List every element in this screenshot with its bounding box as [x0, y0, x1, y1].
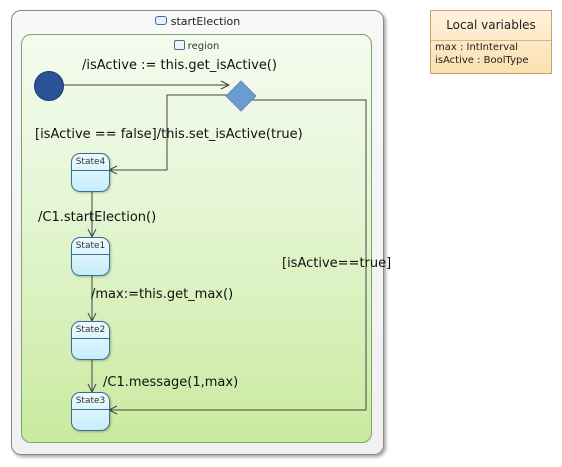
state-machine-name: startElection: [170, 15, 241, 28]
state-divider: [72, 409, 109, 410]
region-title: region: [22, 40, 371, 52]
local-variables-panel: Local variables max : IntInterval isActi…: [430, 10, 552, 74]
arrowhead-choice: [220, 80, 231, 90]
transition-label-state2-to-state3[interactable]: /C1.message(1,max): [103, 375, 239, 390]
edge-choice-to-state3: [110, 99, 367, 411]
transition-label-state4-to-state1[interactable]: /C1.startElection(): [38, 210, 157, 225]
state-state1-name: State1: [75, 241, 106, 251]
edge-choice-to-state4: [110, 94, 230, 171]
state-machine-title: startElection: [12, 15, 383, 28]
region-icon: [173, 40, 185, 50]
initial-state[interactable]: [34, 71, 64, 101]
local-variable-item[interactable]: isActive : BoolType: [435, 55, 529, 66]
state-divider: [72, 254, 109, 255]
state-divider: [72, 338, 109, 339]
state-state2[interactable]: State2: [71, 321, 110, 360]
transition-label-initial-to-choice[interactable]: /isActive := this.get_isActive(): [82, 58, 277, 73]
state-state3[interactable]: State3: [71, 392, 110, 431]
state-divider: [72, 170, 109, 171]
local-variables-title: Local variables: [431, 11, 551, 41]
state-state2-name: State2: [75, 325, 106, 335]
transition-label-choice-to-state3[interactable]: [isActive==true]: [282, 256, 392, 271]
region: region: [21, 34, 372, 443]
local-variable-item[interactable]: max : IntInterval: [435, 42, 519, 53]
state-state3-name: State3: [75, 396, 106, 406]
transition-label-state1-to-state2[interactable]: /max:=this.get_max(): [91, 287, 234, 302]
state-state4[interactable]: State4: [71, 153, 110, 192]
region-name: region: [187, 41, 220, 52]
state-machine-icon: [154, 16, 167, 25]
transition-label-choice-to-state4[interactable]: [isActive == false]/this.set_isActive(tr…: [35, 127, 303, 142]
state-state1[interactable]: State1: [71, 237, 110, 276]
state-state4-name: State4: [75, 157, 106, 167]
